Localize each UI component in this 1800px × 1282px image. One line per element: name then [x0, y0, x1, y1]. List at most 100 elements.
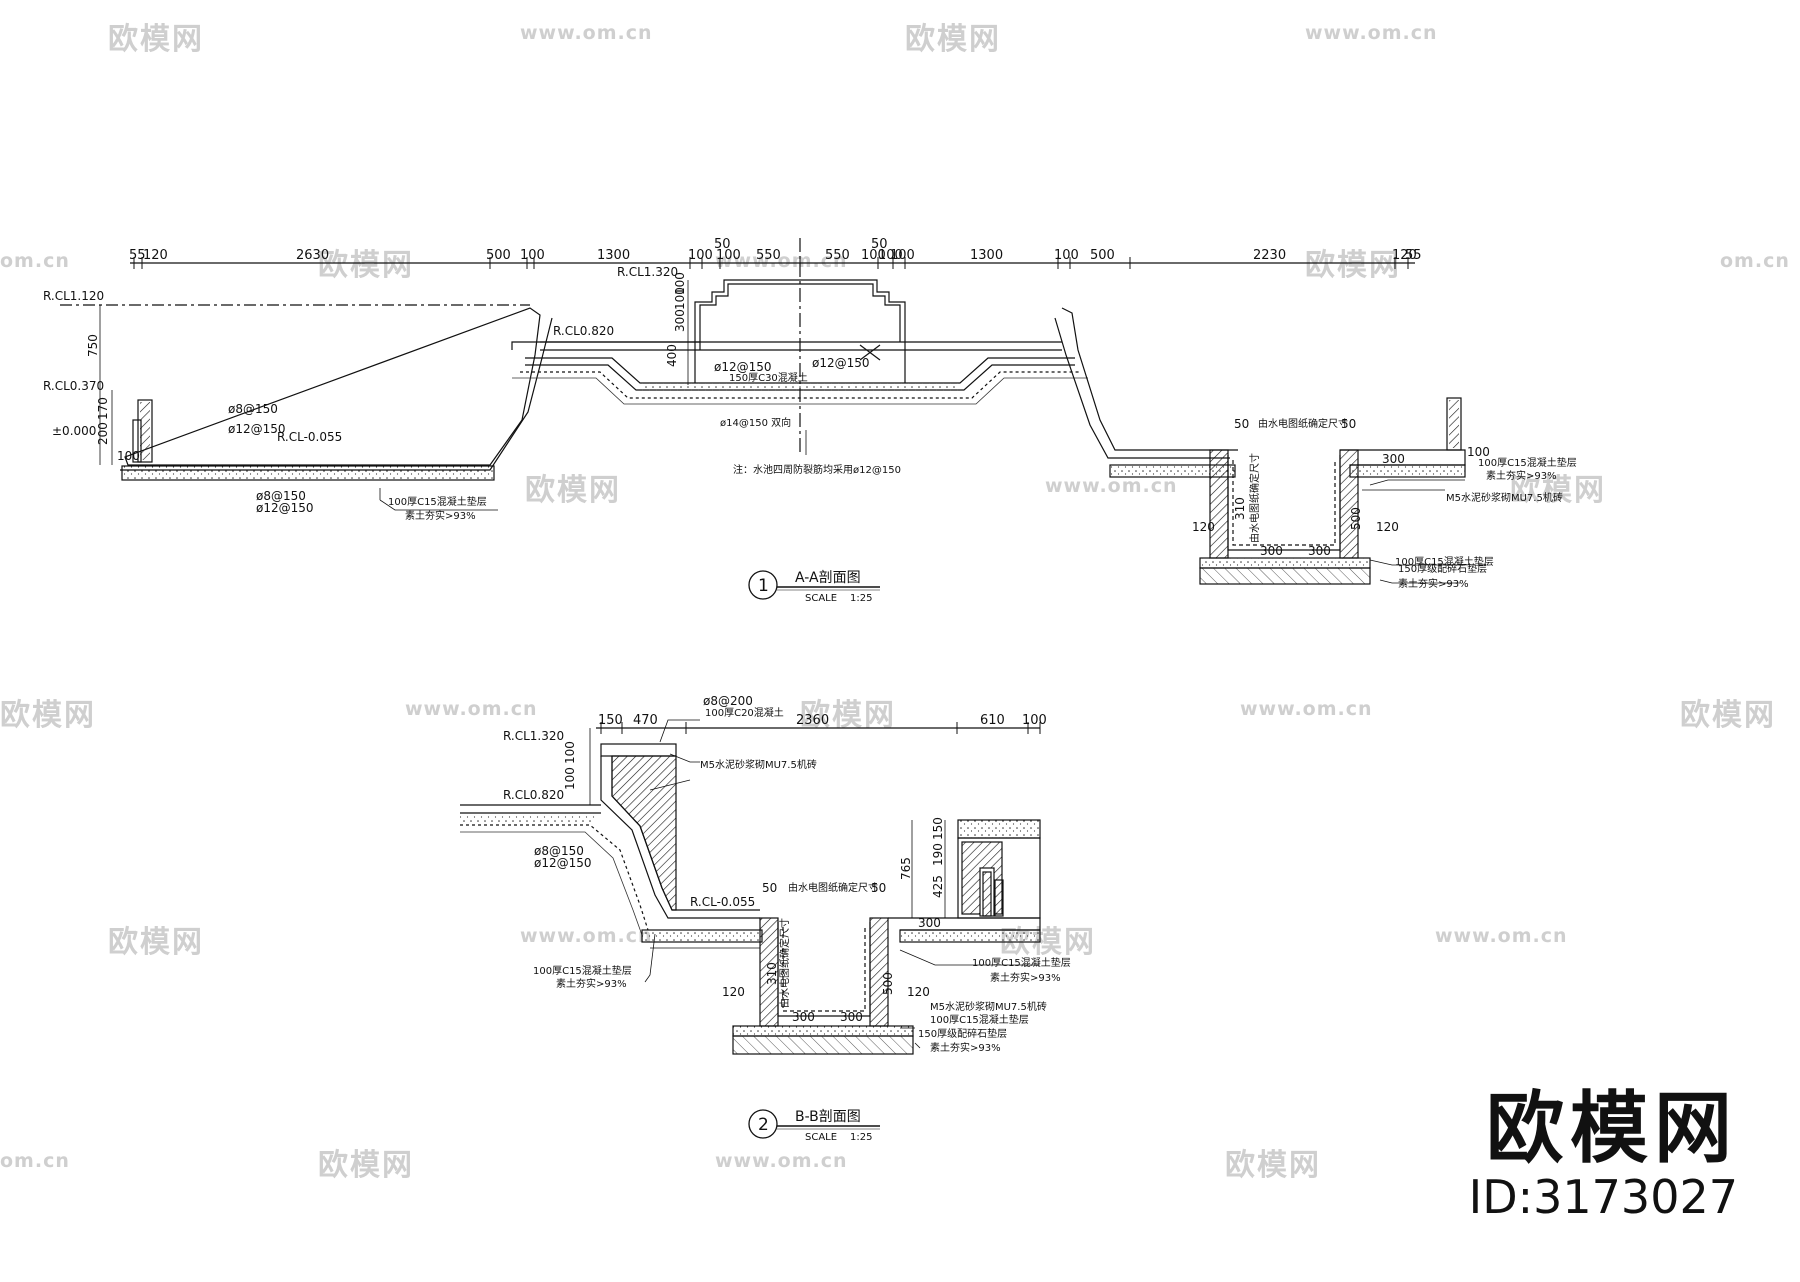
aa-level: R.CL-0.055 [277, 430, 342, 444]
bb-dim: 150 [598, 713, 623, 728]
aa-right-base-slab [1109, 464, 1236, 478]
bb-trench-note: 由水电图纸确定尺寸 [788, 881, 878, 894]
section-bb [460, 719, 1041, 1055]
bb-trench-dim: 120 [907, 985, 930, 999]
aa-vdim: 100 [673, 287, 687, 310]
scale-value: 1:25 [850, 1132, 872, 1143]
brand-logo: 欧模网 [1485, 1084, 1738, 1174]
aa-trench-label: 素土夯实>93% [1398, 577, 1469, 590]
watermark-brand: 欧模网 [905, 22, 1001, 57]
bb-vdim: 425 [931, 875, 945, 898]
bb-trench-dim: 50 [871, 881, 886, 895]
aa-left-base-slab [121, 465, 495, 481]
aa-vdim: 400 [665, 344, 679, 367]
aa-trench-dim: 500 [1349, 507, 1363, 530]
aa-vdim: 750 [86, 334, 100, 357]
watermark-brand: 欧模网 [108, 925, 204, 960]
aa-trench-dim: 300 [1308, 544, 1331, 558]
aa-vdim: 170 [96, 397, 110, 420]
bb-trench-label: 素土夯实>93% [930, 1041, 1001, 1054]
section-title: B-B剖面图 [795, 1109, 861, 1125]
aa-left-curb [137, 399, 153, 463]
bb-trench-dim: 500 [881, 972, 895, 995]
watermark-url: www.om.cn [520, 925, 653, 947]
watermark-url: www.om.cn [405, 698, 538, 720]
aa-center-island [694, 279, 906, 342]
aa-level: R.CL1.320 [617, 265, 678, 279]
aa-dim: 1300 [597, 248, 630, 263]
bb-vdim: 100 [563, 767, 577, 790]
bb-dim: 100 [1022, 713, 1047, 728]
section-aa [60, 238, 1466, 585]
bb-trench-note: 由水电图纸确定尺寸 [778, 918, 791, 1008]
aa-vdim: 300 [673, 309, 687, 332]
aa-base-label: 100厚C15混凝土垫层 [388, 495, 487, 508]
aa-trench-dim: 310 [1233, 497, 1247, 520]
aa-trench-dim: 50 [1234, 417, 1249, 431]
watermark-url: www.om.cn [715, 250, 848, 272]
aa-dim: 100 [520, 248, 545, 263]
bb-coping-label: 100厚C20混凝土 [705, 706, 784, 719]
aa-dim: 2630 [296, 248, 329, 263]
aa-dim: 120 [143, 248, 168, 263]
aa-dim: 55 [129, 248, 146, 263]
section-title: A-A剖面图 [795, 570, 861, 586]
watermark-brand: 欧模网 [318, 1148, 414, 1183]
bb-wall-hatch [611, 755, 677, 911]
aa-trench-dim: 100 [1467, 445, 1490, 459]
aa-trench-dim: 300 [1382, 452, 1405, 466]
bb-dim: 610 [980, 713, 1005, 728]
aa-level: R.CL0.820 [553, 324, 614, 338]
aa-trench-label: 100厚C15混凝土垫层 [1395, 555, 1494, 568]
aa-dim: 100 [716, 248, 741, 263]
watermark-url: www.om.cn [520, 22, 653, 44]
aa-rebar: ø14@150 双向 [720, 416, 791, 429]
bb-level: R.CL-0.055 [690, 895, 755, 909]
aa-level: R.CL0.370 [43, 379, 104, 393]
aa-dim: 50 [871, 237, 888, 252]
aa-dim: 500 [486, 248, 511, 263]
aa-trench-label: 150厚级配碎石垫层 [1398, 562, 1487, 575]
aa-soil-label: 素土夯实>93% [405, 509, 476, 522]
bb-trench-dim: 300 [918, 916, 941, 930]
aa-trench-label: 100厚C15混凝土垫层 [1478, 456, 1577, 469]
aa-level: ±0.000 [52, 424, 96, 438]
section-title-aa: 1 A-A剖面图 SCALE 1:25 [748, 570, 880, 604]
bb-level: R.CL1.320 [503, 729, 564, 743]
aa-dim: 100 [1054, 248, 1079, 263]
aa-rebar: ø12@150 [228, 422, 286, 436]
watermark-brand: 欧模网 [1225, 1148, 1321, 1183]
bb-trench-label: 100厚C15混凝土垫层 [930, 1013, 1029, 1026]
watermark-brand: 欧模网 [1510, 473, 1606, 508]
aa-dim: 100 [878, 248, 903, 263]
watermark-url: om.cn [0, 1150, 70, 1172]
bb-rebar: ø8@150 [534, 844, 584, 858]
aa-dim: 550 [825, 248, 850, 263]
aa-dim: 1300 [970, 248, 1003, 263]
watermark-brand: 欧模网 [0, 698, 96, 733]
aa-vdim: 200 [96, 422, 110, 445]
aa-rebar: ø12@150 [812, 356, 870, 370]
watermark-brand: 欧模网 [800, 698, 896, 733]
brand-id: ID:3173027 [1468, 1170, 1738, 1224]
bb-coping [600, 743, 677, 757]
bb-rebar: ø12@150 [534, 856, 592, 870]
watermark-url: om.cn [1720, 250, 1790, 272]
aa-dim: 100 [890, 248, 915, 263]
bb-trench-dim: 120 [722, 985, 745, 999]
aa-level: R.CL1.120 [43, 289, 104, 303]
bb-soil-label: 素土夯实>93% [556, 977, 627, 990]
bb-vdim: 190 [931, 843, 945, 866]
aa-trench-label: M5水泥砂浆砌MU7.5机砖 [1446, 491, 1563, 504]
aa-dim: 500 [1090, 248, 1115, 263]
aa-rebar: ø8@150 [256, 489, 306, 503]
aa-trench-note: 由水电图纸确定尺寸 [1248, 453, 1261, 543]
bb-trench-label: 100厚C15混凝土垫层 [972, 956, 1071, 969]
aa-slab-label: 150厚C30混凝土 [729, 371, 808, 384]
watermark-url: www.om.cn [1240, 698, 1373, 720]
section-title-bb: 2 B-B剖面图 SCALE 1:25 [748, 1109, 880, 1143]
section-number: 1 [758, 576, 769, 596]
scale-label: SCALE [805, 1132, 837, 1143]
aa-note: 注：水池四周防裂筋均采用ø12@150 [733, 463, 901, 476]
